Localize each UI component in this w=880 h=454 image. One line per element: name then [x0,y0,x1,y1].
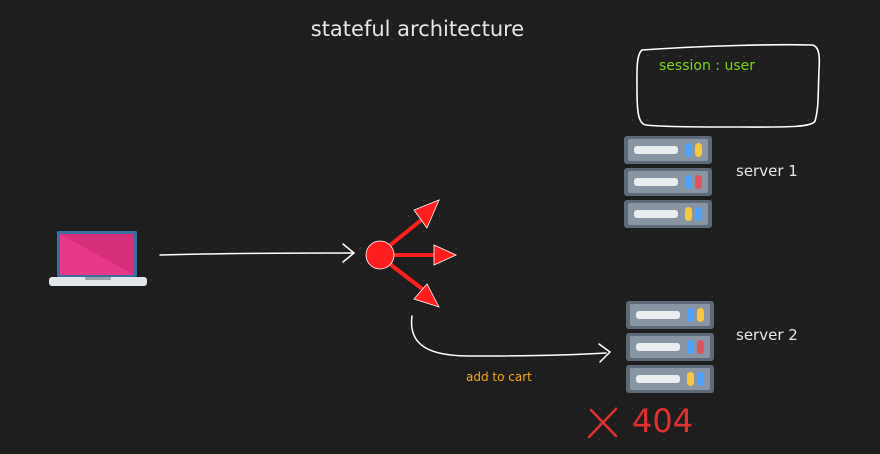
session-label: session : user [659,58,755,74]
redirect-arrow-head [598,343,612,363]
laptop-icon [49,231,147,286]
redirect-arrow [410,315,607,357]
server-1-label: server 1 [736,162,798,180]
request-arrow [159,252,353,256]
session-box [636,43,821,128]
request-arrow-head [342,243,356,263]
load-balancer-icon [365,199,457,308]
diagram-title: stateful architecture [310,17,525,41]
server-rack-icon [626,301,714,393]
server-2-label: server 2 [736,326,798,344]
error-code: 404 [632,402,694,440]
request-label: add to cart [466,370,532,384]
server-rack-icon [624,136,712,228]
error-cross-icon [587,407,618,439]
